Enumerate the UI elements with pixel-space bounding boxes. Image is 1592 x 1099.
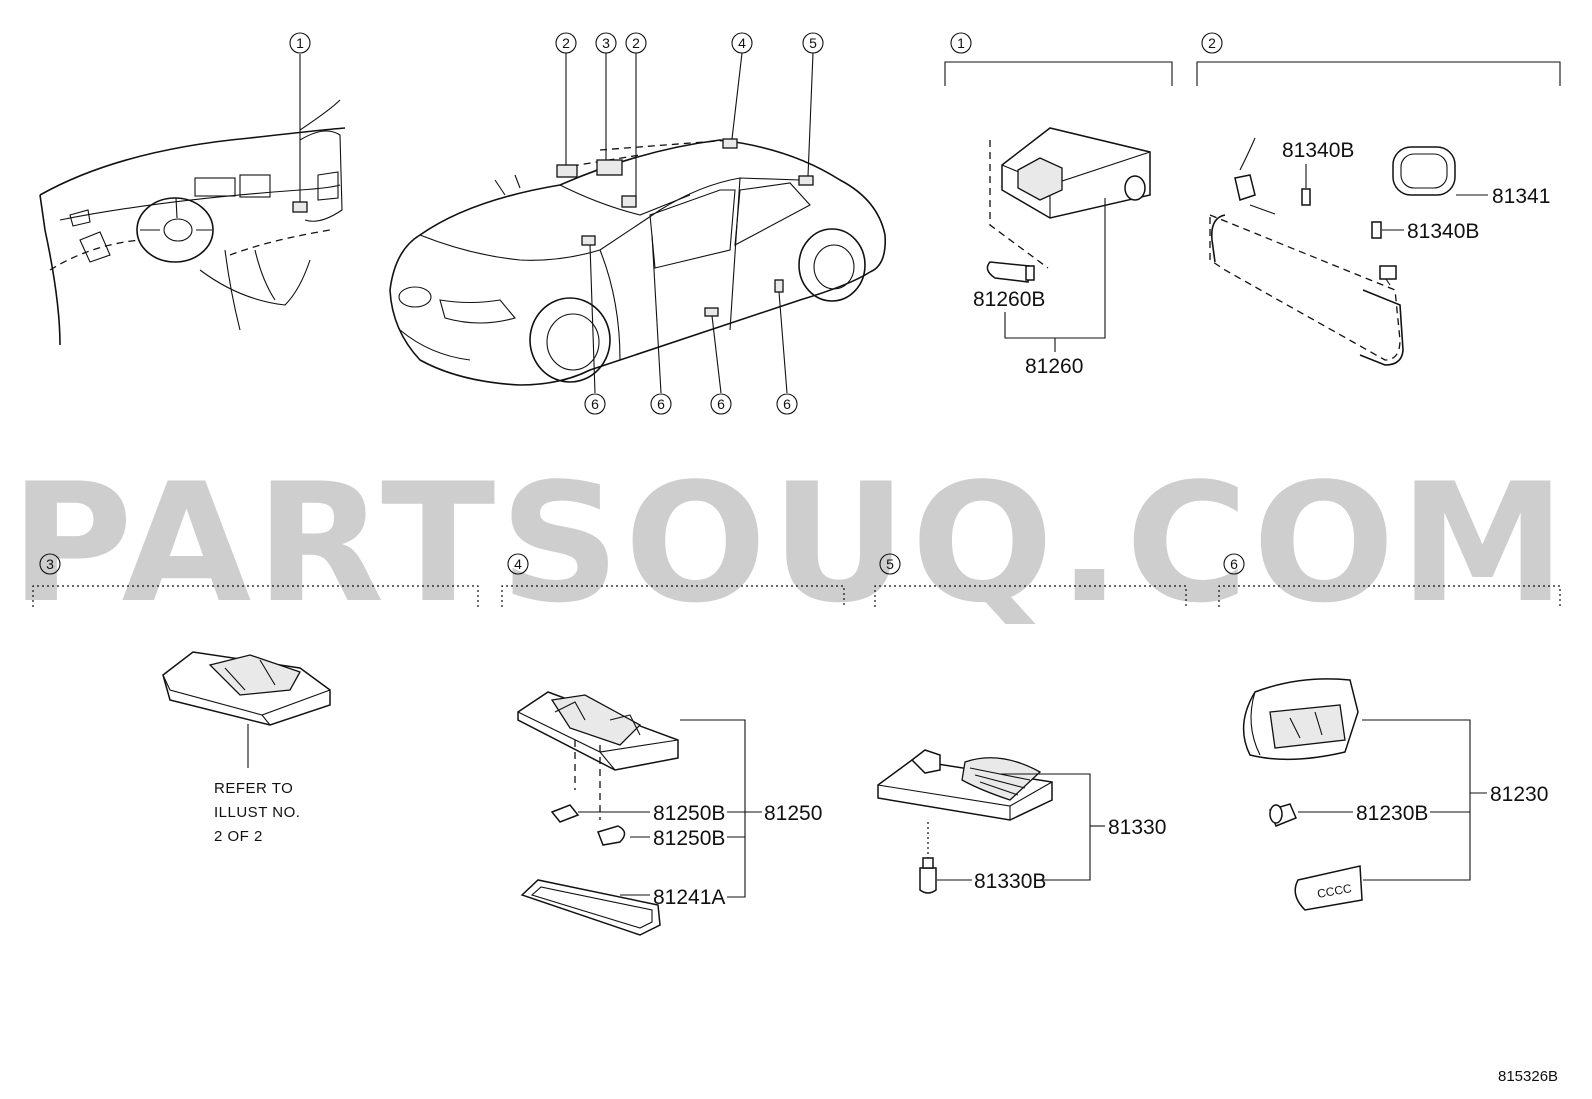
callout-circle: 2 (555, 32, 577, 54)
callout-circle: 1 (950, 32, 972, 54)
group-5-courtesy-lamp: 81330B 81330 (877, 749, 1166, 894)
part-number[interactable]: 81340B (1282, 139, 1354, 162)
part-number[interactable]: 81250B (653, 802, 725, 825)
part-number[interactable]: 81341 (1492, 185, 1550, 208)
callout-circle: 3 (595, 32, 617, 54)
part-number[interactable]: 81260B (973, 288, 1045, 311)
reference-note-line: 2 OF 2 (214, 828, 263, 845)
callout-circle: 6 (650, 393, 672, 415)
callout-circle: 4 (507, 553, 529, 575)
illustration-code: 815326B (1498, 1068, 1558, 1085)
callout-circle: 4 (731, 32, 753, 54)
callout-circle: 5 (802, 32, 824, 54)
group-4-map-lamp: 81250B 81250B 81241A 81250 (517, 691, 822, 936)
callout-circle: 2 (625, 32, 647, 54)
part-number[interactable]: 81230B (1356, 802, 1428, 825)
svg-text:2: 2 (632, 35, 640, 51)
svg-text:5: 5 (886, 556, 894, 572)
reference-note-line: ILLUST NO. (214, 804, 300, 821)
part-number[interactable]: 81260 (1025, 355, 1083, 378)
group-6-door-courtesy-lamp: 81230B CCCC 81230 (1242, 678, 1548, 911)
svg-text:4: 4 (738, 35, 746, 51)
group-2-vanity-lamp: 2 81340B 81341 81340B (1196, 32, 1561, 366)
callout-circle: 6 (584, 393, 606, 415)
callout-circle: 6 (776, 393, 798, 415)
callout-circle: 2 (1201, 32, 1223, 54)
svg-text:2: 2 (562, 35, 570, 51)
group-headers-row-2: 3 4 5 6 (32, 553, 1561, 607)
part-number[interactable]: 81330 (1108, 816, 1166, 839)
svg-text:6: 6 (591, 396, 599, 412)
svg-text:5: 5 (809, 35, 817, 51)
svg-text:1: 1 (957, 35, 965, 51)
group-1-glove-box-lamp: 1 81260B 81260 (944, 32, 1173, 378)
svg-text:3: 3 (46, 556, 54, 572)
svg-text:6: 6 (1230, 556, 1238, 572)
svg-text:4: 4 (514, 556, 522, 572)
svg-text:6: 6 (783, 396, 791, 412)
part-number[interactable]: 81340B (1407, 220, 1479, 243)
watermark: PARTSOUQ.COM (10, 448, 1570, 639)
group-3-room-lamp-reference: REFER TO ILLUST NO. 2 OF 2 (162, 651, 331, 845)
svg-text:3: 3 (602, 35, 610, 51)
part-number[interactable]: 81250 (764, 802, 822, 825)
callout-circle: 6 (710, 393, 732, 415)
svg-text:2: 2 (1208, 35, 1216, 51)
callout-circle: 1 (289, 32, 311, 54)
callout-circle: 6 (1223, 553, 1245, 575)
svg-text:1: 1 (296, 35, 304, 51)
part-number[interactable]: 81250B (653, 827, 725, 850)
part-number[interactable]: 81241A (653, 886, 725, 909)
car-illustration: 2 3 2 4 5 6 6 6 6 (389, 32, 887, 415)
svg-text:6: 6 (657, 396, 665, 412)
part-number[interactable]: 81230 (1490, 783, 1548, 806)
reference-note-line: REFER TO (214, 780, 293, 797)
socket-marking: CCCC (1316, 881, 1353, 901)
svg-text:6: 6 (717, 396, 725, 412)
dashboard-illustration: 1 (39, 32, 346, 346)
callout-circle: 3 (39, 553, 61, 575)
part-number[interactable]: 81330B (974, 870, 1046, 893)
callout-circle: 5 (879, 553, 901, 575)
